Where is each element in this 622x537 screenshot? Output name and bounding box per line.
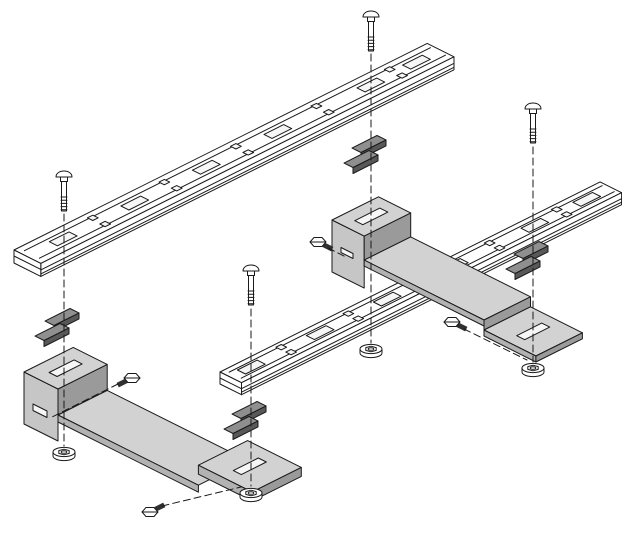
spacer-top-face (343, 150, 379, 168)
hex-bolt (309, 237, 334, 252)
rail-hole (560, 211, 573, 218)
bracket-slot (48, 359, 83, 377)
rail-hole (285, 348, 297, 356)
flange-nut (359, 343, 383, 359)
bolt-head (242, 264, 260, 272)
edge-line (219, 377, 242, 390)
edge-line (13, 255, 42, 270)
rail-hole (396, 72, 408, 79)
spacer-top-face (231, 401, 267, 419)
spacer-block (223, 416, 259, 440)
rail-hole (550, 206, 563, 213)
spacer-top-face (505, 256, 541, 274)
carriage-bolts (55, 10, 542, 306)
rail-hole (493, 244, 506, 252)
spacer-top-face (34, 323, 70, 341)
hex-bolts (116, 237, 468, 517)
carriage-bolt (242, 264, 260, 306)
side-bolt-centerline (327, 247, 347, 258)
hex-bolt (116, 373, 141, 388)
bolt-head (524, 102, 542, 110)
spacer-block (505, 256, 541, 280)
nut-hole (367, 347, 375, 351)
rail-hole (158, 178, 171, 186)
hex-bolt (443, 317, 468, 332)
rail-slot (263, 124, 293, 139)
rail-hole (352, 315, 365, 322)
rail-hole (275, 344, 288, 351)
rail-slot (120, 195, 150, 211)
side-bolt-centerline (463, 328, 528, 361)
bracket-leg-hole (340, 247, 354, 259)
flange-nut (521, 362, 545, 378)
rail-hole (242, 149, 255, 156)
spacer-top-face (223, 416, 259, 434)
bolt-neck (367, 16, 375, 22)
side-bolt-centerline (51, 383, 119, 418)
rail-hole (170, 185, 183, 192)
bracket-leg-hole (32, 403, 48, 418)
rail-slot (305, 325, 335, 341)
bracket-slot (232, 457, 267, 476)
rail-hole (383, 66, 396, 73)
bolt-neck (60, 176, 68, 182)
bolt-head (55, 170, 73, 178)
center-bracket (331, 196, 583, 363)
rail-hole (99, 220, 111, 228)
rail-slot (572, 191, 602, 207)
hex-bolt-shaft (322, 242, 334, 252)
rail-slot (48, 231, 78, 247)
flange-nut (52, 446, 76, 462)
bolt-neck (247, 270, 255, 276)
edge-line (40, 66, 455, 275)
bracket-web-edge (57, 414, 199, 493)
bracket-pad-end (535, 332, 583, 363)
carriage-bolt (362, 10, 380, 52)
side-bracket (23, 346, 302, 502)
rail-hole (483, 239, 496, 247)
rail-slot (372, 291, 402, 307)
assembly-centerlines (51, 53, 534, 507)
carriage-bolt (55, 170, 73, 212)
rail-hole (86, 214, 99, 221)
nut-hole (529, 366, 537, 370)
spacer-block (343, 150, 379, 174)
hex-bolt-shaft (456, 322, 468, 332)
rail-hole (342, 310, 355, 317)
hex-bolt-shaft (116, 378, 128, 388)
rail-hole (322, 109, 335, 116)
side-bolt-centerline (161, 486, 242, 507)
nut-hole (247, 491, 255, 495)
bolt-neck (529, 108, 537, 114)
bolt-head (362, 10, 380, 18)
nut-hole (60, 450, 68, 454)
rail-slot (191, 159, 221, 175)
rail-slot (356, 77, 386, 93)
flange-nut (239, 487, 263, 503)
flange-nuts (52, 343, 545, 503)
spacer-blocks (34, 135, 549, 440)
carriage-bolt (524, 102, 542, 144)
edge-line (40, 62, 455, 271)
rear-rail (13, 42, 455, 277)
rail-slot (402, 54, 431, 70)
rail-hole (310, 102, 323, 110)
spacer-top-face (44, 308, 80, 326)
rail-slot (520, 217, 550, 233)
hex-bolt (141, 502, 166, 517)
rail-hole (230, 143, 242, 150)
spacer-block (34, 323, 70, 347)
spacer-top-face (513, 241, 549, 259)
spacer-top-face (351, 135, 387, 153)
